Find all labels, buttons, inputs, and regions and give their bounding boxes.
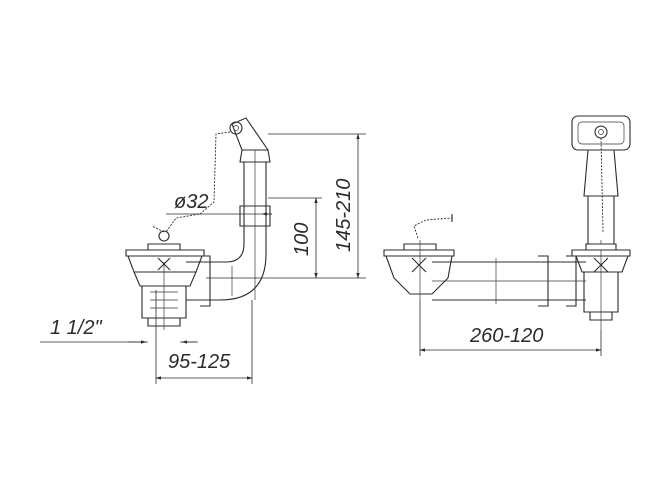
dimension-lines — [40, 133, 602, 384]
left-drain-assembly — [125, 117, 271, 330]
thread-size-label: 1 1/2" — [50, 317, 102, 339]
pipe-diameter-label: ø32 — [174, 191, 208, 213]
length-range-label: 260-120 — [469, 325, 543, 347]
height-range-label: 145-210 — [333, 179, 355, 252]
offset-range-label: 95-125 — [168, 351, 231, 373]
right-drain-assembly — [383, 115, 631, 330]
height-min-label: 100 — [291, 223, 313, 256]
